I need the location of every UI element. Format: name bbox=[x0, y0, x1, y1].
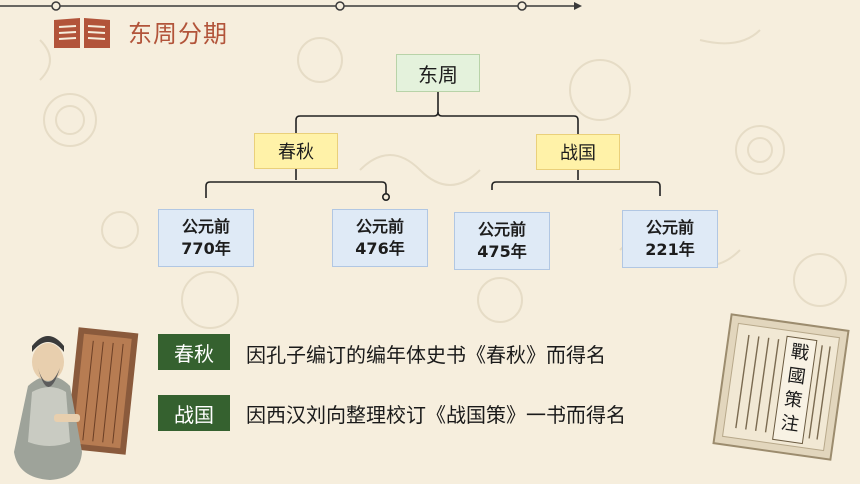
date-node-476bc: 公元前 476年 bbox=[332, 209, 428, 267]
connector-root-chunqiu bbox=[295, 92, 439, 133]
ancient-book-illustration: 戰 國 策 注 bbox=[712, 313, 850, 461]
connector-root-zhanguo bbox=[437, 111, 579, 134]
tree-node-zhanguo: 战国 bbox=[536, 134, 620, 170]
svg-text:策: 策 bbox=[783, 389, 804, 412]
connector-zhanguo-dates bbox=[491, 170, 661, 196]
date-prefix: 公元前 bbox=[181, 217, 230, 236]
svg-text:戰: 戰 bbox=[790, 341, 811, 364]
tree-root-dongzhou: 东周 bbox=[396, 54, 480, 92]
top-decorative-line bbox=[0, 1, 582, 11]
book-icon bbox=[54, 18, 110, 48]
connector-chunqiu-dates bbox=[205, 169, 387, 198]
tree-node-chunqiu: 春秋 bbox=[254, 133, 338, 169]
confucius-illustration bbox=[14, 327, 139, 480]
term-label-zhanguo: 战国 bbox=[158, 395, 230, 431]
date-prefix: 公元前 bbox=[477, 220, 526, 239]
date-year: 770年 bbox=[181, 239, 231, 258]
date-year: 475年 bbox=[477, 242, 527, 261]
date-year: 221年 bbox=[645, 240, 695, 259]
date-prefix: 公元前 bbox=[645, 218, 694, 237]
term-label-chunqiu: 春秋 bbox=[158, 334, 230, 370]
date-node-221bc: 公元前 221年 bbox=[622, 210, 718, 268]
date-prefix: 公元前 bbox=[355, 217, 404, 236]
date-node-770bc: 公元前 770年 bbox=[158, 209, 254, 267]
svg-text:注: 注 bbox=[780, 412, 801, 435]
term-explanation-chunqiu: 因孔子编订的编年体史书《春秋》而得名 bbox=[246, 343, 606, 367]
page-title: 东周分期 bbox=[128, 20, 228, 48]
svg-text:國: 國 bbox=[786, 365, 807, 388]
date-node-475bc: 公元前 475年 bbox=[454, 212, 550, 270]
term-explanation-zhanguo: 因西汉刘向整理校订《战国策》一书而得名 bbox=[246, 403, 626, 427]
date-year: 476年 bbox=[355, 239, 405, 258]
